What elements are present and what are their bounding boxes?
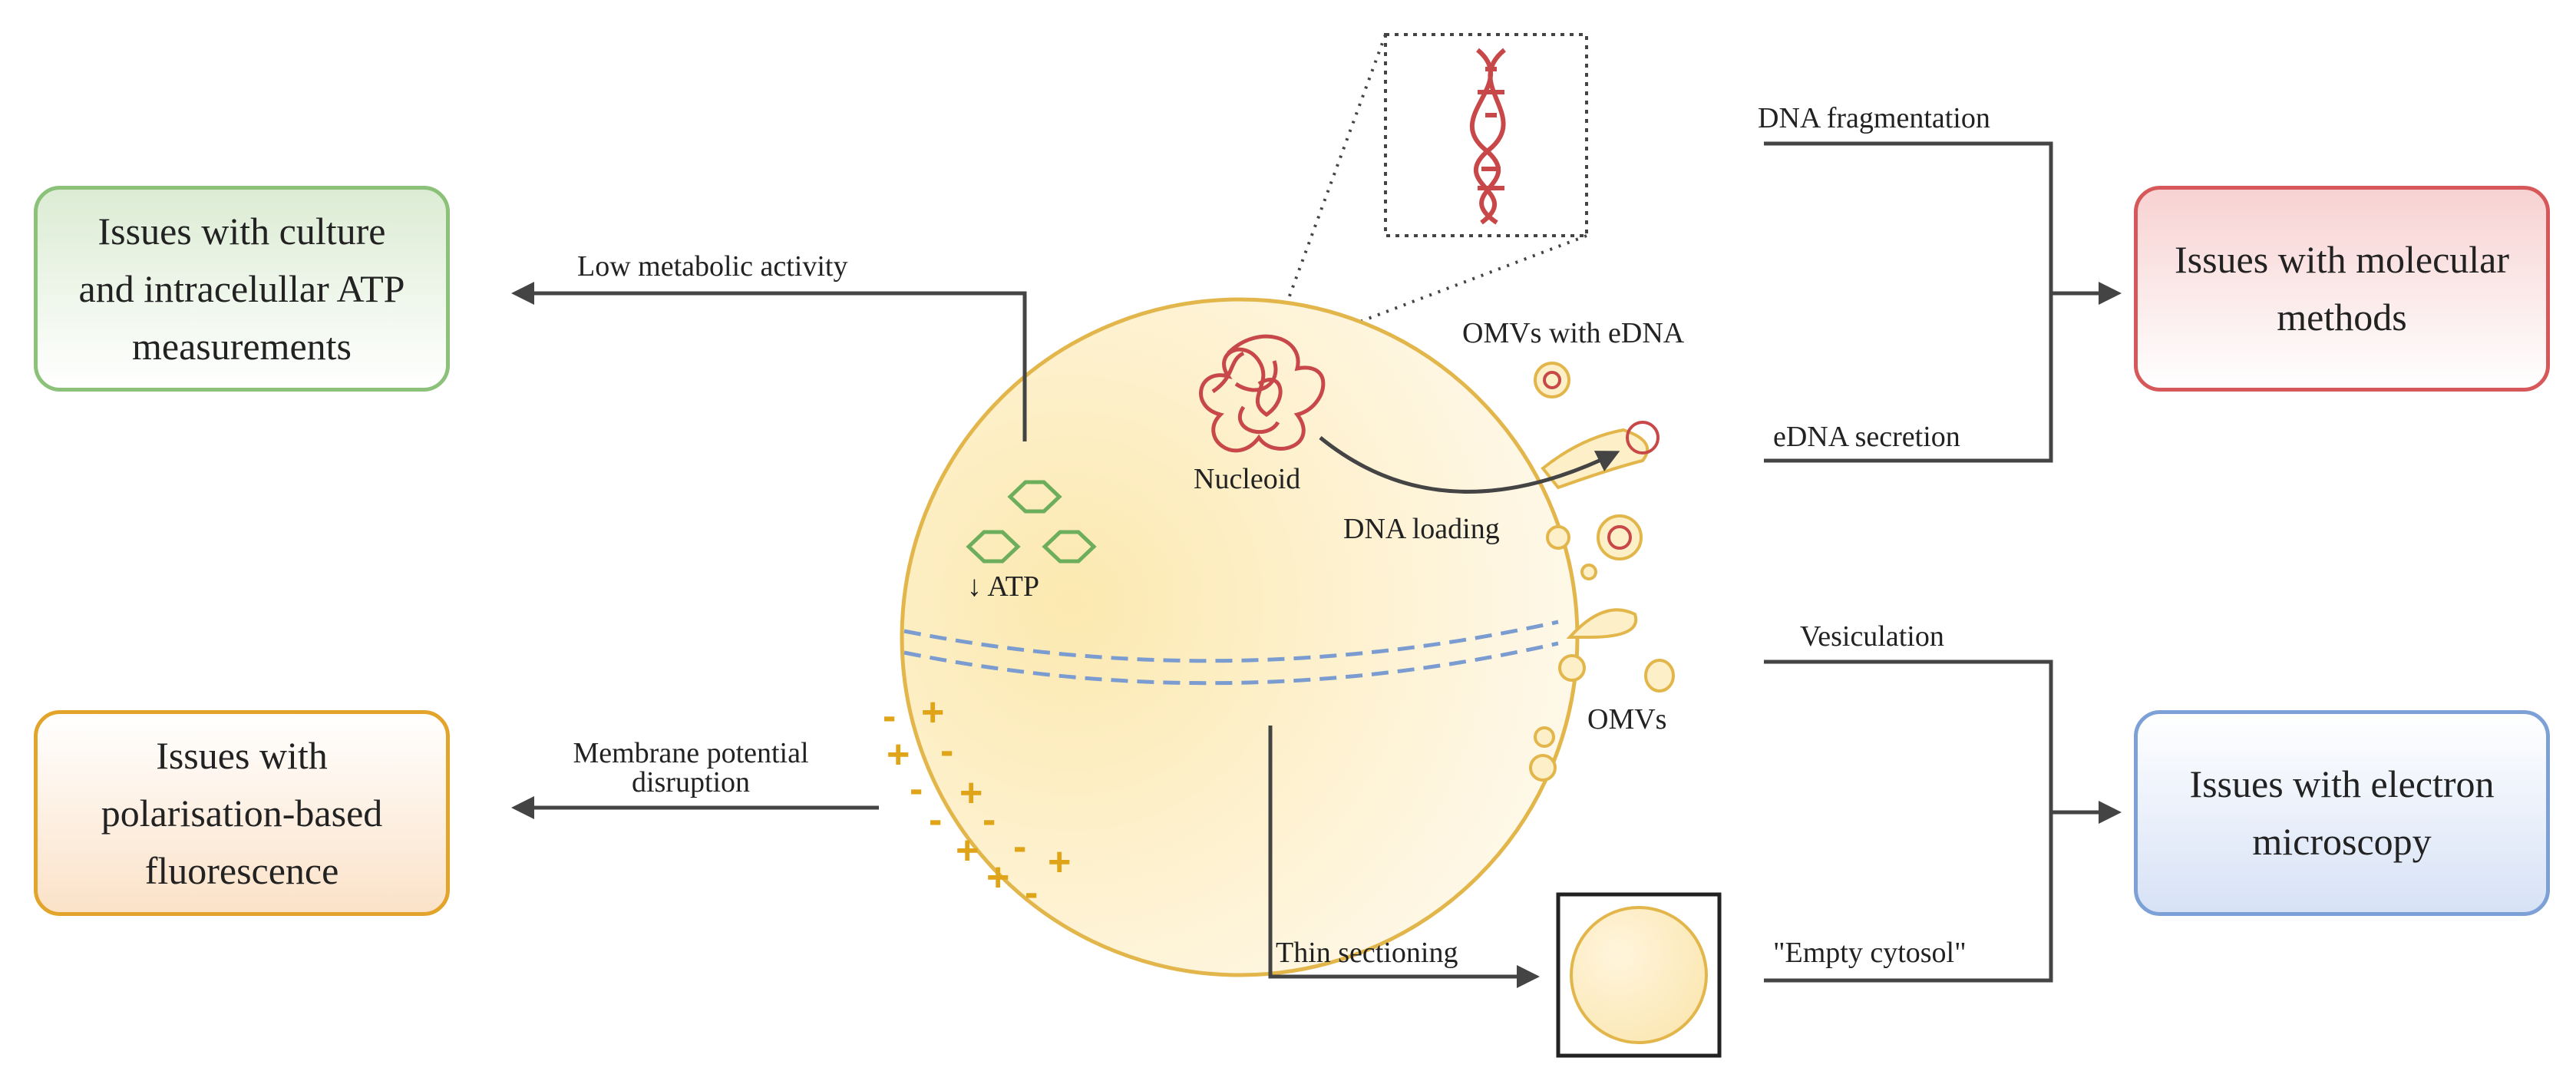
dna-double-helix-icon <box>1469 48 1506 225</box>
membrane-dash-line-1 <box>903 620 1559 663</box>
electron-microscopy-issues-box: Issues with electron microscopy <box>2134 710 2550 916</box>
svg-text:-: - <box>940 729 953 773</box>
dna-loading-arrow <box>1319 436 1620 494</box>
atp-molecule-icons <box>966 480 1097 564</box>
molecular-bracket <box>1764 141 2053 463</box>
svg-text:+: + <box>956 828 979 873</box>
culture-issues-box: Issues with culture and intracelullar AT… <box>34 186 450 392</box>
edna-secretion-label: eDNA secretion <box>1773 421 1960 453</box>
low-metabolic-label: Low metabolic activity <box>577 250 848 283</box>
svg-text:+: + <box>959 771 983 815</box>
zoom-line-left <box>1273 34 1387 339</box>
svg-text:-: - <box>910 767 923 812</box>
thin-section-cell <box>1570 906 1708 1044</box>
svg-text:-: - <box>929 798 942 842</box>
polarisation-issues-box: Issues with polarisation-based fluoresce… <box>34 710 450 916</box>
membrane-dash-line-2 <box>903 641 1559 686</box>
vesiculation-label: Vesiculation <box>1800 620 1944 653</box>
membrane-disruption-label: disruption <box>631 766 751 798</box>
dna-fragmentation-label: DNA fragmentation <box>1758 102 1990 134</box>
nucleoid-icon <box>1199 334 1326 453</box>
omvs-with-edna-label: OMVs with eDNA <box>1462 317 1685 349</box>
svg-text:+: + <box>1048 840 1071 884</box>
svg-text:+: + <box>887 732 910 777</box>
svg-text:-: - <box>1013 825 1026 869</box>
membrane-potential-label: Membrane potential <box>573 737 809 769</box>
molecular-issues-box: Issues with molecular methods <box>2134 186 2550 392</box>
svg-text:-: - <box>983 798 996 842</box>
omvs-label: OMVs <box>1587 703 1667 736</box>
low-metabolic-arrow <box>511 282 1027 441</box>
nucleoid-label: Nucleoid <box>1194 463 1301 495</box>
svg-text:+: + <box>921 690 944 735</box>
svg-text:+: + <box>986 855 1009 900</box>
dna-loading-label: DNA loading <box>1343 513 1500 545</box>
dna-zoom-inset <box>1384 33 1588 237</box>
svg-text:-: - <box>1025 871 1038 915</box>
thin-sectioning-arrow <box>1268 726 1540 988</box>
atp-label: ↓ ATP <box>967 570 1039 603</box>
thin-sectioning-label: Thin sectioning <box>1276 937 1458 969</box>
svg-text:-: - <box>883 694 896 739</box>
empty-cytosol-label: "Empty cytosol" <box>1773 937 1967 969</box>
membrane-charges: -+ +- -+ -- +- + +- <box>883 690 1071 915</box>
electron-bracket <box>1764 660 2053 983</box>
